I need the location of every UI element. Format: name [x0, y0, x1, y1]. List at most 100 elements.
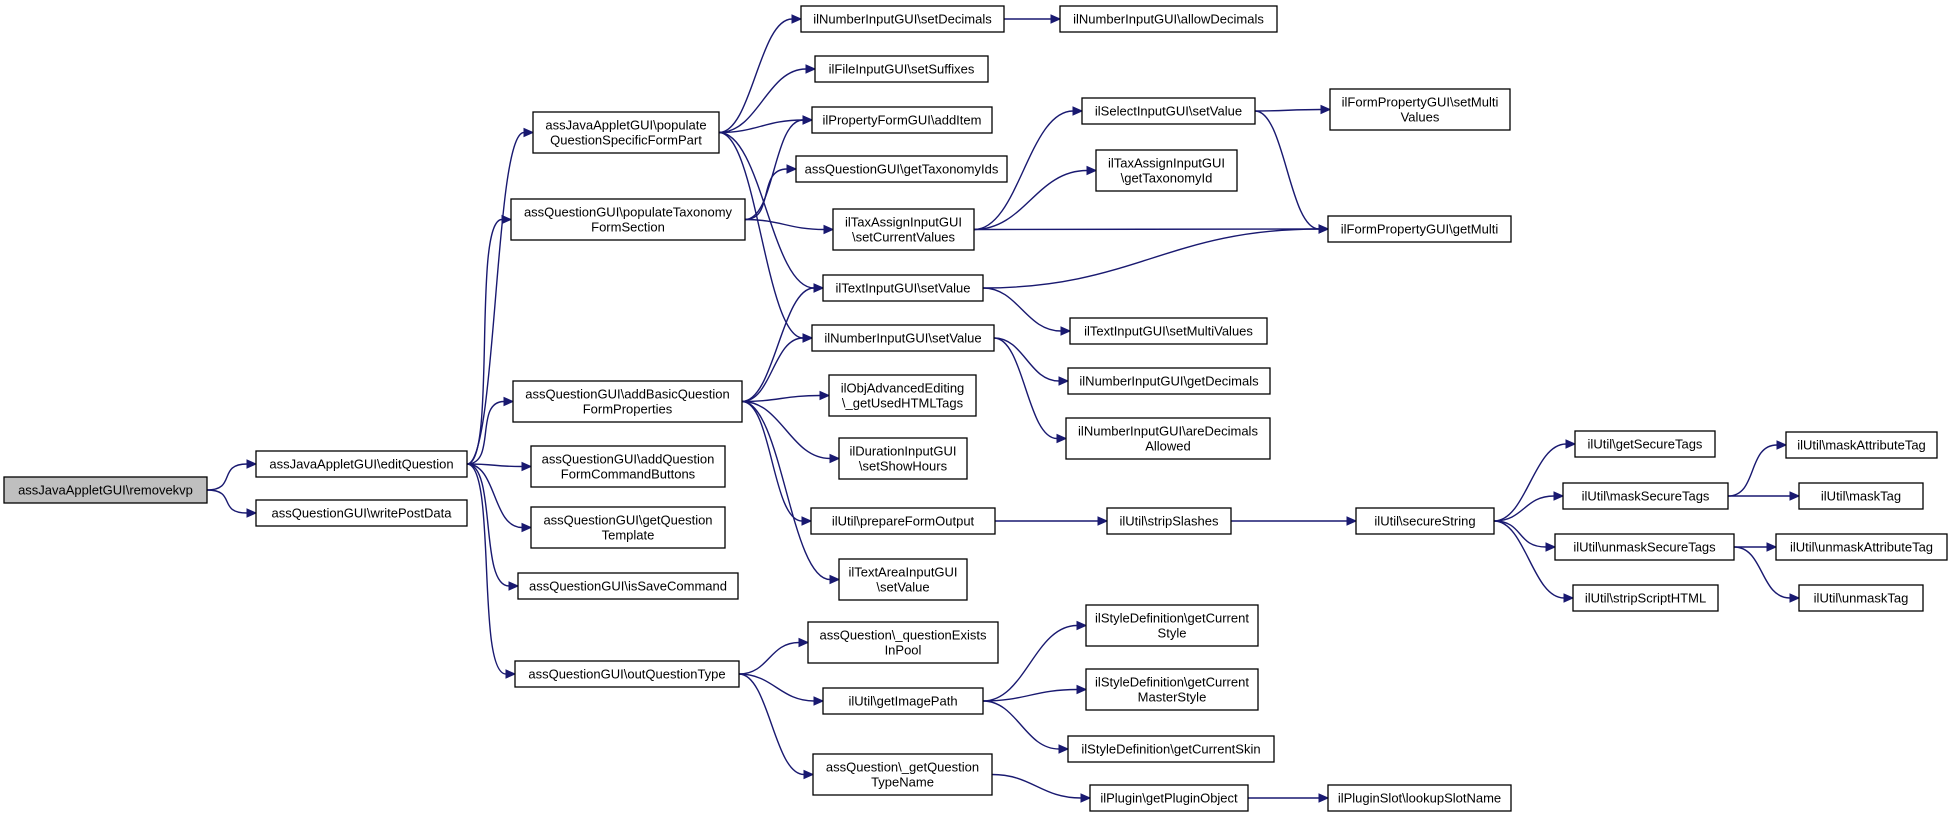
- node-populateQSFP[interactable]: assJavaAppletGUI\populateQuestionSpecifi…: [532, 111, 720, 154]
- node-pluginSlotLookup[interactable]: ilPluginSlot\lookupSlotName: [1327, 784, 1512, 812]
- node-box[interactable]: [1572, 584, 1719, 612]
- node-prepareFormOutput[interactable]: ilUtil\prepareFormOutput: [810, 507, 996, 535]
- node-isSaveCommand[interactable]: assQuestionGUI\isSaveCommand: [517, 572, 739, 600]
- node-box[interactable]: [800, 5, 1005, 33]
- node-numSetDecimals[interactable]: ilNumberInputGUI\setDecimals: [800, 5, 1005, 33]
- node-box[interactable]: [811, 106, 993, 134]
- node-box[interactable]: [532, 111, 720, 154]
- node-outQuestionType[interactable]: assQuestionGUI\outQuestionType: [514, 660, 740, 688]
- node-box[interactable]: [1327, 784, 1512, 812]
- node-box[interactable]: [810, 507, 996, 535]
- node-selectSetValue[interactable]: ilSelectInputGUI\setValue: [1081, 97, 1256, 125]
- node-getTaxonomyIds[interactable]: assQuestionGUI\getTaxonomyIds: [795, 155, 1008, 183]
- node-box[interactable]: [1775, 533, 1948, 561]
- node-formPropGetMulti[interactable]: ilFormPropertyGUI\getMulti: [1327, 215, 1512, 243]
- node-box[interactable]: [1069, 317, 1268, 345]
- node-box[interactable]: [1106, 507, 1232, 535]
- node-box[interactable]: [1085, 604, 1259, 647]
- call-edge-populateTaxonomy-to-taxSetCurrent: [744, 218, 825, 231]
- node-addQFCB[interactable]: assQuestionGUI\addQuestionFormCommandBut…: [530, 445, 726, 488]
- node-fileSetSuffixes[interactable]: ilFileInputGUI\setSuffixes: [814, 55, 989, 83]
- node-box[interactable]: [1798, 584, 1924, 612]
- node-box[interactable]: [1095, 149, 1238, 192]
- arrowhead-unmaskSecureTags: [1545, 542, 1557, 552]
- node-box[interactable]: [514, 660, 740, 688]
- node-editQuestion[interactable]: assJavaAppletGUI\editQuestion: [255, 450, 468, 478]
- node-addBasicQFP[interactable]: assQuestionGUI\addBasicQuestionFormPrope…: [512, 380, 743, 423]
- node-box[interactable]: [1065, 417, 1271, 460]
- node-box[interactable]: [510, 198, 746, 241]
- call-edge-populateTaxonomy-to-propAddItem: [744, 119, 804, 221]
- node-stripSlashes[interactable]: ilUtil\stripSlashes: [1106, 507, 1232, 535]
- node-textSetValue[interactable]: ilTextInputGUI\setValue: [822, 274, 984, 302]
- node-unmaskAttributeTag[interactable]: ilUtil\unmaskAttributeTag: [1775, 533, 1948, 561]
- node-taxGetTaxonomyId[interactable]: ilTaxAssignInputGUI\getTaxonomyId: [1095, 149, 1238, 192]
- node-stripScriptHTML[interactable]: ilUtil\stripScriptHTML: [1572, 584, 1719, 612]
- node-durationShowHours[interactable]: ilDurationInputGUI\setShowHours: [838, 437, 968, 480]
- node-box[interactable]: [1067, 735, 1275, 763]
- node-unmaskSecureTags[interactable]: ilUtil\unmaskSecureTags: [1554, 533, 1735, 561]
- node-box[interactable]: [795, 155, 1008, 183]
- node-textSetMultiValues[interactable]: ilTextInputGUI\setMultiValues: [1069, 317, 1268, 345]
- node-box[interactable]: [1785, 431, 1938, 459]
- node-maskTag[interactable]: ilUtil\maskTag: [1798, 482, 1924, 510]
- node-numGetDecimals[interactable]: ilNumberInputGUI\getDecimals: [1067, 367, 1271, 395]
- node-removekvp[interactable]: assJavaAppletGUI\removekvp: [3, 476, 208, 504]
- node-styleGetCurrentSkin[interactable]: ilStyleDefinition\getCurrentSkin: [1067, 735, 1275, 763]
- node-box[interactable]: [1089, 784, 1249, 812]
- node-box[interactable]: [3, 476, 208, 504]
- node-box[interactable]: [255, 450, 468, 478]
- node-box[interactable]: [814, 55, 989, 83]
- node-numSetValue[interactable]: ilNumberInputGUI\setValue: [811, 324, 995, 352]
- node-box[interactable]: [517, 572, 739, 600]
- node-box[interactable]: [1562, 482, 1729, 510]
- node-box[interactable]: [1059, 5, 1278, 33]
- node-objAdvEditing[interactable]: ilObjAdvancedEditing\_getUsedHTMLTags: [828, 374, 977, 417]
- node-label: ilStyleDefinition\getCurrentSkin: [1081, 742, 1260, 757]
- node-writePostData[interactable]: assQuestionGUI\writePostData: [255, 499, 468, 527]
- node-box[interactable]: [838, 558, 968, 601]
- node-taxSetCurrent[interactable]: ilTaxAssignInputGUI\setCurrentValues: [832, 208, 975, 251]
- node-box[interactable]: [1355, 507, 1495, 535]
- node-box[interactable]: [1329, 88, 1511, 131]
- node-box[interactable]: [822, 274, 984, 302]
- node-getSecureTags[interactable]: ilUtil\getSecureTags: [1574, 430, 1716, 458]
- node-secureString[interactable]: ilUtil\secureString: [1355, 507, 1495, 535]
- node-maskAttributeTag[interactable]: ilUtil\maskAttributeTag: [1785, 431, 1938, 459]
- node-box[interactable]: [807, 621, 999, 664]
- node-box[interactable]: [1798, 482, 1924, 510]
- node-box[interactable]: [1554, 533, 1735, 561]
- node-box[interactable]: [255, 499, 468, 527]
- node-box[interactable]: [811, 324, 995, 352]
- node-propAddItem[interactable]: ilPropertyFormGUI\addItem: [811, 106, 993, 134]
- node-box[interactable]: [838, 437, 968, 480]
- node-box[interactable]: [1081, 97, 1256, 125]
- call-edge-textSetValue-to-formPropGetMulti: [982, 228, 1320, 289]
- node-box[interactable]: [812, 753, 993, 796]
- node-box[interactable]: [832, 208, 975, 251]
- node-textAreaSetValue[interactable]: ilTextAreaInputGUI\setValue: [838, 558, 968, 601]
- node-box[interactable]: [1085, 668, 1259, 711]
- node-getImagePath[interactable]: ilUtil\getImagePath: [822, 687, 984, 715]
- node-numAllowDecimals[interactable]: ilNumberInputGUI\allowDecimals: [1059, 5, 1278, 33]
- node-box[interactable]: [530, 445, 726, 488]
- node-box[interactable]: [1327, 215, 1512, 243]
- node-pluginGetPluginObject[interactable]: ilPlugin\getPluginObject: [1089, 784, 1249, 812]
- node-box[interactable]: [512, 380, 743, 423]
- node-unmaskTag[interactable]: ilUtil\unmaskTag: [1798, 584, 1924, 612]
- node-box[interactable]: [1574, 430, 1716, 458]
- node-box[interactable]: [828, 374, 977, 417]
- node-label: FormSection: [591, 220, 665, 235]
- node-box[interactable]: [822, 687, 984, 715]
- node-maskSecureTags[interactable]: ilUtil\maskSecureTags: [1562, 482, 1729, 510]
- node-box[interactable]: [530, 506, 726, 549]
- node-box[interactable]: [1067, 367, 1271, 395]
- node-formPropSetMultiValues[interactable]: ilFormPropertyGUI\setMultiValues: [1329, 88, 1511, 131]
- node-populateTaxonomy[interactable]: assQuestionGUI\populateTaxonomyFormSecti…: [510, 198, 746, 241]
